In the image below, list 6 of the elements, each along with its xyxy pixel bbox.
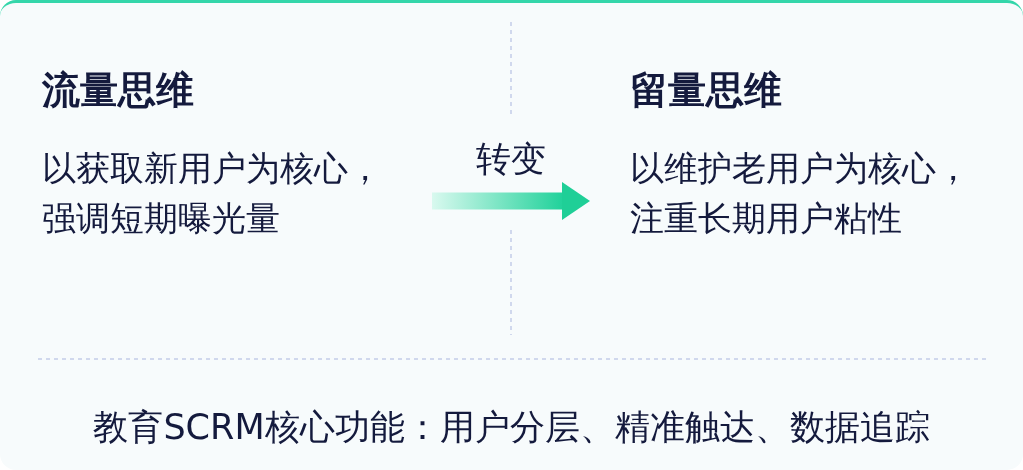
body-text: 以维护老用户为核心，注重长期用户粘性	[630, 147, 971, 240]
heading: 留量思维	[630, 67, 782, 114]
caption: 教育SCRM核心功能：用户分层、精准触达、数据追踪	[93, 406, 930, 449]
heading: 流量思维	[42, 67, 194, 114]
body-text: 以获取新用户为核心，强调短期曝光量	[42, 147, 383, 240]
arrow	[432, 182, 590, 220]
